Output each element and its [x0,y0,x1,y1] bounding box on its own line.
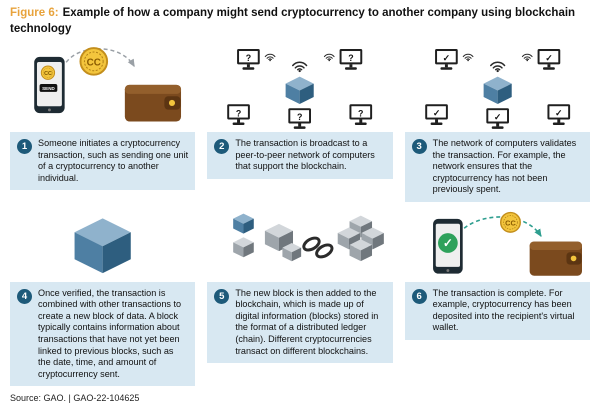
step-number-badge: 4 [17,288,32,304]
coin-icon: CC [79,47,109,76]
step-number-badge: 2 [214,139,230,155]
wallet-icon [124,84,182,122]
step-1-panel: CC SEND CC 1 Someone initiates a cryptoc… [10,42,196,191]
illustration-new-block [10,210,195,282]
wifi-icon [265,53,276,62]
figure-title: Example of how a company might send cryp… [10,7,576,35]
step-text: The network of computers validates the t… [432,138,577,195]
monitor-icon: ✓ [485,108,509,129]
step-number-badge: 5 [214,288,230,304]
step-5-panel: 5 The new block is then added to the blo… [207,210,393,364]
step-4-box: 4 Once verified, the transaction is comb… [10,281,196,387]
coin-icon: CC [499,211,521,233]
phone-icon: ✓ [432,218,463,274]
block-cube-icon [483,76,512,105]
monitor-icon: ? [339,49,363,70]
monitor-icon: ✓ [434,49,458,70]
chain-link-icon [302,236,334,259]
gray-cube-icon [233,236,255,258]
step-4-panel: 4 Once verified, the transaction is comb… [10,210,196,387]
illustration-blockchain-chain [207,210,392,282]
step-6-panel: ✓ CC 6 The transaction is complete. For … [404,210,590,340]
step-number-badge: 3 [411,139,427,155]
step-3-panel: ✓ ✓ ✓ ✓ ✓ [404,42,590,202]
question-mark-glyph: ? [349,53,354,63]
step-6-box: 6 The transaction is complete. For examp… [404,281,590,340]
monitor-icon: ? [237,49,261,70]
step-text: The transaction is broadcast to a peer-t… [235,138,375,172]
figure-label: Figure 6: [10,7,59,19]
checkmark-glyph: ✓ [494,112,501,122]
gray-cube-cluster-icon [338,215,385,261]
wifi-icon [292,61,308,73]
coin-label: CC [44,71,52,77]
checkmark-glyph: ✓ [442,53,449,63]
check-circle-icon [437,232,458,253]
step-text: The transaction is complete. For example… [432,287,575,333]
block-cube-icon [285,76,315,105]
block-cube-icon [233,213,255,234]
checkmark-glyph: ✓ [443,236,453,250]
step-2-panel: ? ? ? ? ? [207,42,393,179]
illustration-validate-network: ✓ ✓ ✓ ✓ ✓ [405,42,590,132]
steps-grid: CC SEND CC 1 Someone initiates a cryptoc… [10,42,590,387]
step-1-box: 1 Someone initiates a cryptocurrency tra… [10,132,196,191]
step-text: The new block is then added to the block… [235,287,379,356]
step-2-box: 2 The transaction is broadcast to a peer… [207,132,393,179]
monitor-icon: ✓ [537,49,560,70]
question-mark-glyph: ? [246,53,251,63]
step-3-box: 3 The network of computers validates the… [404,132,590,202]
question-mark-glyph: ? [236,108,241,118]
monitor-icon: ✓ [547,104,570,125]
checkmark-glyph: ✓ [432,108,439,118]
monitor-icon: ✓ [424,104,448,125]
illustration-transaction-complete: ✓ CC [405,210,590,282]
question-mark-glyph: ? [297,112,302,122]
step-number-badge: 1 [17,139,32,155]
phone-icon: CC SEND [34,56,65,114]
question-mark-glyph: ? [358,108,363,118]
send-button [39,84,58,92]
monitor-icon: ? [288,108,312,129]
illustration-broadcast-network: ? ? ? ? ? [207,42,392,132]
checkmark-glyph: ✓ [545,53,552,63]
monitor-icon: ? [349,104,373,125]
source-line: Source: GAO. | GAO-22-104625 [10,393,140,404]
block-cube-icon [74,218,131,273]
step-number-badge: 6 [411,288,427,304]
monitor-icon: ? [227,104,251,125]
figure-header: Figure 6:Example of how a company might … [10,6,590,37]
send-button-label: SEND [42,86,55,91]
wifi-icon [324,53,335,62]
wifi-icon [462,53,474,62]
wifi-icon [521,53,533,62]
wifi-icon [489,61,505,73]
step-text: Someone initiates a cryptocurrency trans… [38,138,189,183]
step-text: Once verified, the transaction is combin… [38,287,182,379]
wallet-icon [529,241,582,276]
coin-label: CC [505,218,516,227]
checkmark-glyph: ✓ [555,108,562,118]
coin-label: CC [87,57,101,68]
step-5-box: 5 The new block is then added to the blo… [207,281,393,364]
illustration-initiate-transaction: CC SEND CC [10,42,195,132]
